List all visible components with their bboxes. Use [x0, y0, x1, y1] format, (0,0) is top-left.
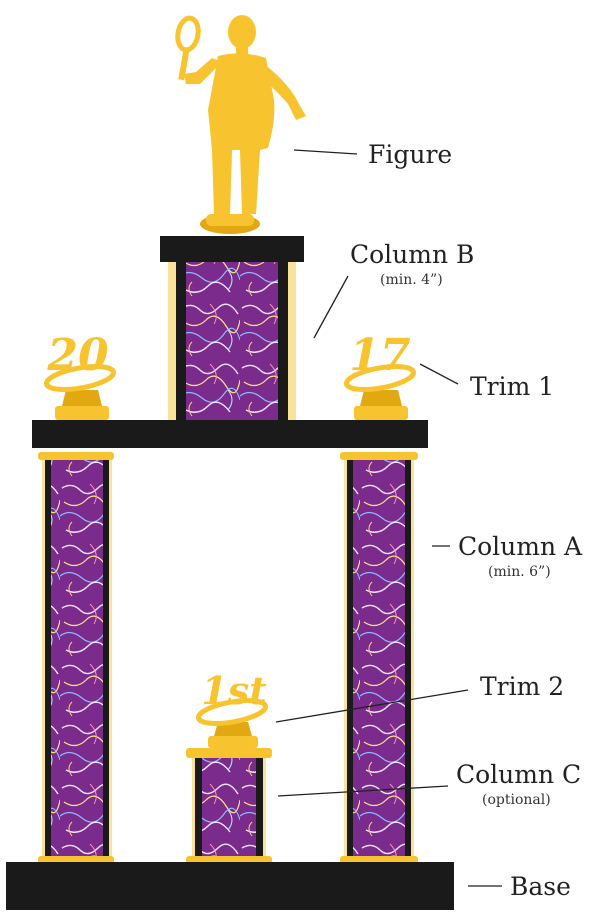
trim-1st-text: 1st: [201, 668, 267, 713]
label-column-c-note: (optional): [482, 792, 551, 808]
figure-leader: [293, 149, 358, 155]
first-place-trim: 1st: [195, 668, 269, 748]
trim-20-text: 20: [46, 330, 109, 381]
column-c-leader: [277, 785, 449, 797]
figure-plate: [160, 236, 304, 262]
badminton-player-figure: [175, 15, 306, 234]
label-figure: Figure: [368, 140, 453, 169]
column-b-leader: [313, 275, 349, 339]
label-column-a: Column A: [458, 532, 583, 561]
column-a-right: [340, 452, 418, 864]
label-column-b-note: (min. 4”): [380, 272, 443, 288]
column-b: [168, 260, 296, 420]
year-trim-20: 20: [43, 330, 117, 420]
label-column-a-note: (min. 6”): [488, 564, 551, 580]
middle-platform: [32, 420, 428, 448]
trim-17-text: 17: [349, 330, 411, 381]
base-block: [6, 862, 454, 910]
year-trim-17: 17: [343, 330, 417, 420]
trim-2-leader: [275, 689, 469, 723]
column-a-left: [38, 452, 114, 864]
label-base: Base: [510, 872, 571, 901]
label-column-b: Column B: [350, 240, 475, 269]
column-c: [186, 748, 272, 864]
leader-lines: [275, 149, 502, 887]
label-trim-2: Trim 2: [480, 672, 565, 701]
label-column-c: Column C: [456, 760, 582, 789]
trim-1-leader: [419, 363, 459, 385]
label-trim-1: Trim 1: [470, 372, 555, 401]
